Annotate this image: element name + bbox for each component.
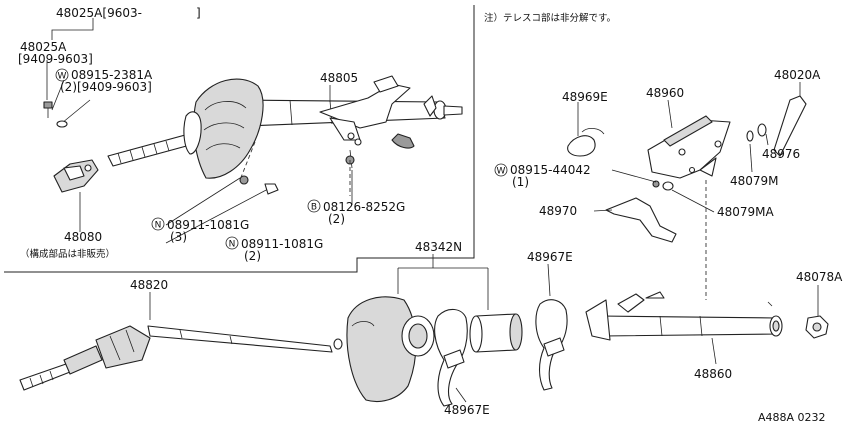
lever-48970 [605, 197, 677, 243]
label-48969E: 48969E [562, 90, 608, 104]
callout-n-1: N [155, 221, 162, 231]
box-note: （構成部品は非販売） [20, 248, 115, 260]
label-08915-2381A: 08915-2381A [71, 68, 153, 82]
label-08911-a: 08911-1081G [167, 218, 249, 232]
label-48976: 48976 [762, 147, 800, 161]
label-08126: 08126-8252G [323, 200, 405, 214]
label-08126-qty: (2) [328, 212, 345, 226]
band-48967E-lower [434, 308, 468, 407]
sleeve-48342N [469, 313, 523, 353]
label-48078A: 48078A [796, 270, 843, 284]
label-08911-b-qty: (2) [244, 249, 261, 263]
telescope-note: 注）テレスコ部は非分解です。 [484, 12, 616, 24]
label-08911-b: 08911-1081G [241, 237, 323, 251]
figure-code: A488A 0232 [758, 411, 826, 424]
bolt-48020A [773, 95, 807, 157]
nut-08911-b [264, 183, 279, 195]
label-48025A-new: 48025A[9603- [56, 6, 142, 20]
label-48079MA: 48079MA [717, 205, 775, 219]
label-48020A: 48020A [774, 68, 821, 82]
callout-b-1: B [311, 203, 317, 213]
washer-48079MA [652, 180, 674, 191]
label-48960: 48960 [646, 86, 684, 100]
label-48805: 48805 [320, 71, 358, 85]
nut-08911-a [239, 175, 249, 185]
nut-48078A [805, 315, 829, 339]
label-48967E-bottom: 48967E [444, 403, 490, 417]
washer-08915-2381A [56, 120, 68, 128]
column-assembly-48805 [107, 75, 463, 179]
boot-48342N [346, 296, 435, 403]
label-48025A-new-close: ] [196, 6, 201, 20]
label-08915-2381A-qty: (2)[9409-9603] [60, 80, 152, 94]
label-08915-44042-qty: (1) [512, 175, 529, 189]
labels: 48025A[9603- ] 48025A [9409-9603] W 0891… [18, 6, 843, 424]
joint-48080 [53, 159, 99, 193]
label-08915-44042: 08915-44042 [510, 163, 591, 177]
label-48079M: 48079M [730, 174, 779, 188]
clip-48969E [567, 128, 605, 157]
washer-48976 [757, 123, 767, 137]
label-48860: 48860 [694, 367, 732, 381]
label-48342N: 48342N [415, 240, 462, 254]
label-08911-a-qty: (3) [170, 230, 187, 244]
label-48967E-top: 48967E [527, 250, 573, 264]
label-48025A-date: [9409-9603] [18, 52, 93, 66]
intermediate-shaft-48820 [19, 325, 343, 391]
label-48080: 48080 [64, 230, 102, 244]
callout-w-1: W [58, 72, 67, 82]
band-48967E-upper [535, 299, 568, 391]
washer-48079M [746, 130, 754, 142]
label-48820: 48820 [130, 278, 168, 292]
column-48860 [585, 291, 783, 341]
label-48970: 48970 [539, 204, 577, 218]
bolt-48025A [43, 101, 53, 118]
label-48025A: 48025A [20, 40, 67, 54]
bracket-48960 [647, 115, 731, 179]
callout-n-2: N [229, 240, 236, 250]
assembly-frame [4, 5, 475, 273]
callout-w-2: W [497, 167, 506, 177]
